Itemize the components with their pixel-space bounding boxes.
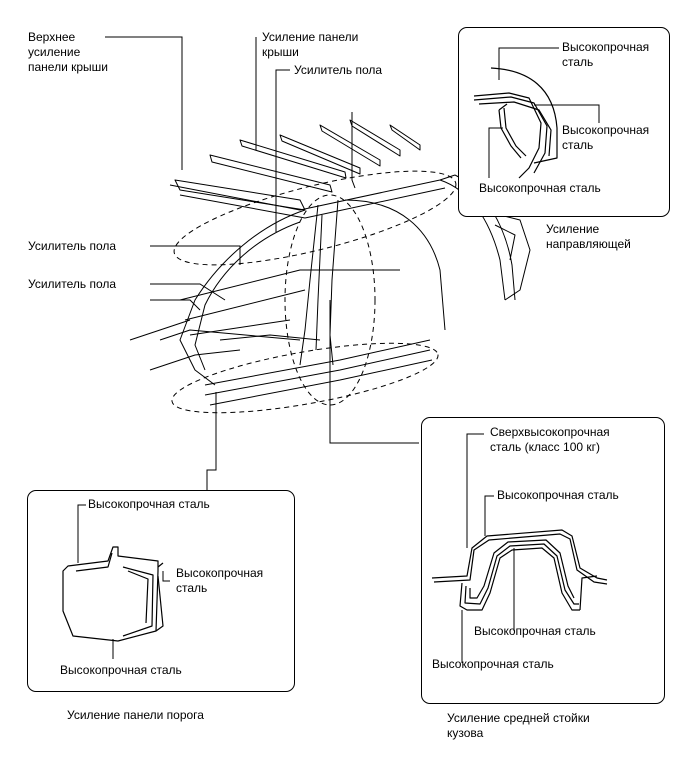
inset-sill-section: Высокопрочная сталь Высокопрочная сталь … <box>27 490 295 692</box>
label-pillar-hss-1: Высокопрочная сталь <box>497 488 619 502</box>
caption-sill-reinforcement: Усиление панели порога <box>67 708 204 722</box>
label-guide-reinforcement: Усиление направляющей <box>546 222 631 251</box>
caption-center-pillar-reinforcement: Усиление средней стойки кузова <box>447 711 590 740</box>
label-floor-reinforcement-top: Усилитель пола <box>294 63 383 77</box>
roof-section-profile <box>473 47 600 179</box>
label-roof-panel-reinforcement: Усиление панели крыши <box>262 30 359 59</box>
label-floor-reinforcement-low: Усилитель пола <box>28 277 117 291</box>
label-sill-hss-3: Высокопрочная сталь <box>60 663 182 677</box>
inset-roof-section: Высокопрочная сталь Высокопрочная сталь … <box>458 27 670 217</box>
inset-center-pillar-section: Сверхвысокопрочная сталь (класс 100 кг) … <box>421 417 665 704</box>
label-roof-top-reinforcement: Верхнее усиление панели крыши <box>28 30 108 74</box>
label-pillar-hss-3: Высокопрочная сталь <box>432 657 554 671</box>
label-sill-hss-2: Высокопрочная сталь <box>176 566 264 595</box>
label-roof-hss-3: Высокопрочная сталь <box>479 181 601 195</box>
sill-section-profile <box>62 504 170 659</box>
center-pillar-section-profile <box>431 433 608 663</box>
label-sill-hss-1: Высокопрочная сталь <box>88 497 210 511</box>
label-roof-hss-2: Высокопрочная сталь <box>562 123 650 152</box>
label-pillar-hss-2: Высокопрочная сталь <box>474 624 596 638</box>
label-roof-hss-1: Высокопрочная сталь <box>562 40 650 69</box>
label-pillar-ultra-hss: Сверхвысокопрочная сталь (класс 100 кг) <box>490 425 610 454</box>
label-floor-reinforcement-mid: Усилитель пола <box>28 239 117 253</box>
